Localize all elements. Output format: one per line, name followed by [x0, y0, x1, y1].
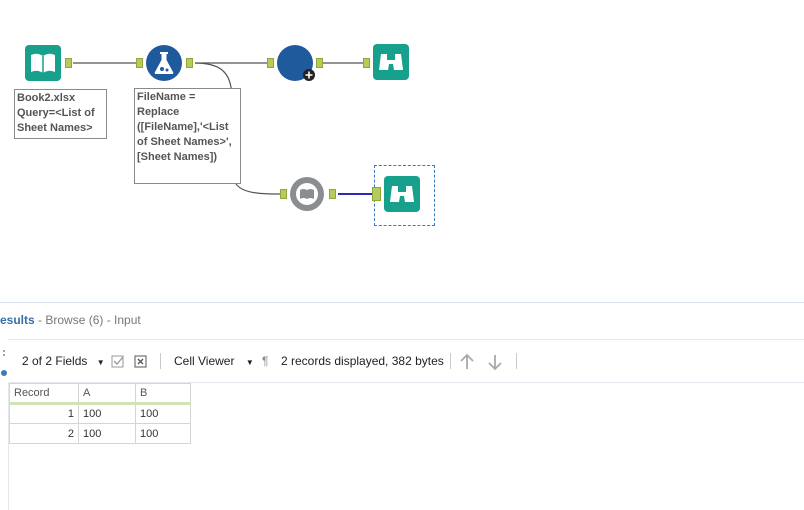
left-strip [0, 339, 9, 510]
binoculars-icon [373, 44, 409, 80]
formula-annotation: FileName = Replace ([FileName],'<List of… [134, 88, 241, 184]
fields-selector-label: 2 of 2 Fields [22, 354, 88, 368]
caret-down-icon: ▼ [96, 358, 105, 367]
book-icon [25, 45, 61, 81]
input-anchor[interactable] [280, 189, 287, 199]
results-pane: esults - Browse (6) - Input 2 of 2 Field… [0, 302, 804, 510]
browse-tool[interactable] [373, 44, 409, 80]
input-anchor[interactable] [372, 187, 381, 201]
cell-viewer-selector[interactable]: Cell Viewer ▼ [174, 340, 254, 382]
caret-down-icon: ▼ [245, 358, 254, 367]
cell-b[interactable]: 100 [135, 403, 191, 424]
dynamic-input-tool[interactable] [277, 44, 315, 81]
input-anchor[interactable] [267, 58, 274, 68]
plus-badge-icon [277, 45, 315, 81]
results-title: esults - Browse (6) - Input [0, 313, 141, 333]
toolbar-separator [450, 353, 451, 369]
input-data-tool[interactable] [25, 45, 61, 81]
toolbar-separator [160, 353, 161, 369]
output-anchor[interactable] [65, 58, 72, 68]
browse-tool-selected[interactable] [384, 176, 420, 212]
results-table[interactable]: Record A B 1 100 100 2 100 100 [9, 383, 191, 444]
workflow-canvas[interactable]: Book2.xlsx Query=<List of Sheet Names> F… [0, 0, 804, 300]
input-anchor[interactable] [136, 58, 143, 68]
header-record[interactable]: Record [9, 383, 79, 405]
table-row[interactable]: 2 100 100 [9, 423, 191, 444]
close-box-icon[interactable] [134, 340, 148, 382]
arrow-down-icon[interactable] [486, 340, 504, 382]
cell-viewer-label: Cell Viewer [174, 354, 235, 368]
fields-selector[interactable]: 2 of 2 Fields ▼ [22, 340, 105, 382]
pilcrow-icon[interactable]: ¶ [262, 354, 269, 368]
formula-tool[interactable] [145, 44, 182, 81]
table-row[interactable]: 1 100 100 [9, 403, 191, 424]
records-info: 2 records displayed, 382 bytes [281, 354, 444, 368]
output-anchor[interactable] [186, 58, 193, 68]
dynamic-input-gear-tool[interactable] [289, 176, 325, 212]
results-title-prefix: esults [0, 313, 35, 327]
cell-a[interactable]: 100 [78, 403, 136, 424]
header-b[interactable]: B [135, 383, 191, 405]
input-anchor[interactable] [363, 58, 370, 68]
header-a[interactable]: A [78, 383, 136, 405]
toolbar-separator [516, 353, 517, 369]
checkbox-icon[interactable] [111, 340, 125, 382]
results-toolbar: 2 of 2 Fields ▼ Cell Viewer ▼ ¶ 2 record… [8, 339, 804, 383]
output-anchor[interactable] [329, 189, 336, 199]
arrow-up-icon[interactable] [458, 340, 476, 382]
cell-b[interactable]: 100 [135, 423, 191, 444]
strip-icons [1, 350, 7, 376]
record-cell[interactable]: 1 [9, 403, 79, 424]
flask-icon [146, 45, 182, 81]
results-title-suffix: - Browse (6) - Input [34, 313, 141, 327]
table-header-row: Record A B [9, 383, 191, 405]
input-annotation: Book2.xlsx Query=<List of Sheet Names> [14, 89, 107, 139]
binoculars-icon [384, 176, 420, 212]
gear-book-icon [290, 177, 324, 211]
output-anchor[interactable] [316, 58, 323, 68]
cell-a[interactable]: 100 [78, 423, 136, 444]
record-cell[interactable]: 2 [9, 423, 79, 444]
